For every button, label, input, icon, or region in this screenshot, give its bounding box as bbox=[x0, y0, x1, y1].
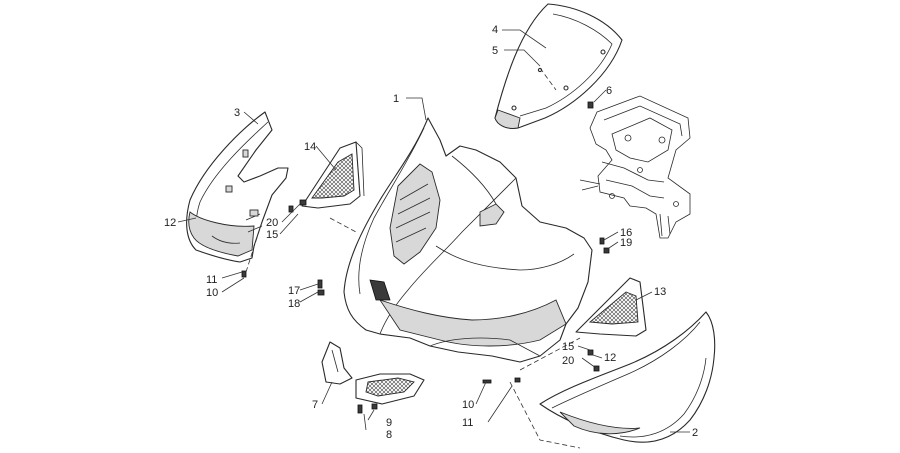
callout-10a: 10 bbox=[206, 287, 218, 299]
right-side-fairing bbox=[539, 311, 716, 443]
callout-3: 3 bbox=[234, 107, 240, 119]
assembly-lines bbox=[245, 67, 581, 449]
callout-12b: 12 bbox=[604, 352, 616, 364]
callout-15a: 15 bbox=[266, 229, 278, 241]
callout-14: 14 bbox=[304, 141, 316, 153]
callout-11a: 11 bbox=[206, 274, 217, 286]
left-side-fairing bbox=[186, 111, 289, 263]
callout-9: 9 bbox=[386, 417, 392, 429]
right-vent-grille bbox=[575, 277, 647, 337]
callout-labels: 1 2 3 4 5 6 7 8 9 10 10 11 11 12 12 13 1… bbox=[164, 24, 698, 441]
callout-15b: 15 bbox=[562, 341, 574, 353]
headlight-support-frame bbox=[579, 95, 691, 239]
callout-20b: 20 bbox=[562, 355, 574, 367]
callout-13: 13 bbox=[654, 286, 666, 298]
callout-5: 5 bbox=[492, 45, 498, 57]
front-fairing bbox=[343, 117, 593, 363]
callout-11b: 11 bbox=[462, 417, 473, 429]
callout-8: 8 bbox=[386, 429, 392, 441]
callout-1: 1 bbox=[393, 93, 399, 105]
callout-20a: 20 bbox=[266, 217, 278, 229]
callout-16: 16 bbox=[620, 227, 632, 239]
callout-2: 2 bbox=[692, 427, 698, 439]
callout-19: 19 bbox=[620, 237, 632, 249]
callout-4: 4 bbox=[492, 24, 498, 36]
callout-12a: 12 bbox=[164, 217, 176, 229]
lower-left-vent bbox=[321, 341, 425, 405]
callout-10b: 10 bbox=[462, 399, 474, 411]
callout-6: 6 bbox=[606, 85, 612, 97]
callout-7: 7 bbox=[312, 399, 318, 411]
callout-17: 17 bbox=[288, 285, 300, 297]
callout-18: 18 bbox=[288, 298, 300, 310]
left-vent-grille bbox=[301, 141, 365, 209]
leader-lines bbox=[177, 29, 690, 433]
hardware-screws bbox=[241, 101, 610, 414]
